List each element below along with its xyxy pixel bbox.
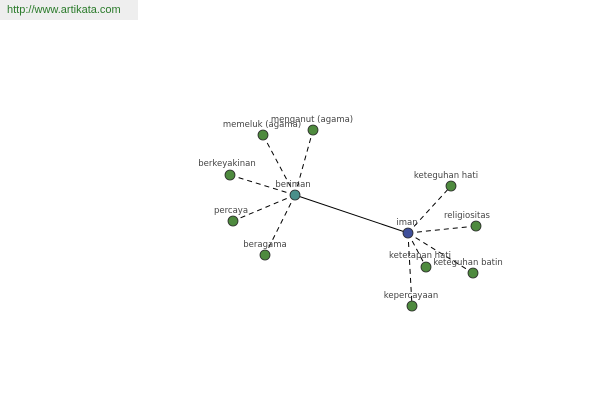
node-menganut[interactable] [307,124,319,136]
node-label-kepercayaan[interactable]: kepercayaan [384,291,439,301]
edge-beriman-iman [294,194,409,234]
node-label-memeluk[interactable]: memeluk (agama) [223,120,301,130]
node-label-keteguhan-batin[interactable]: keteguhan batin [433,258,503,268]
node-percaya[interactable] [227,215,239,227]
graph-labels: beriman iman memeluk (agama)menganut (agam… [198,115,503,301]
edge-beriman-beragama [264,194,296,256]
source-url-banner: http://www.artikata.com [0,0,138,20]
node-label-beriman[interactable]: beriman [275,180,310,190]
edge-beriman-menganut [294,129,314,196]
edge-iman-keteguhan_batin [407,232,474,274]
node-keteguhan-hati[interactable] [445,180,457,192]
graph-edges [229,129,477,307]
node-label-ketetapan-hati[interactable]: ketetapan hati [389,251,451,261]
source-url[interactable]: http://www.artikata.com [7,4,121,16]
node-memeluk[interactable] [257,129,269,141]
edge-beriman-percaya [232,194,296,222]
node-label-percaya[interactable]: percaya [214,206,248,216]
node-label-berkeyakinan[interactable]: berkeyakinan [198,159,255,169]
node-kepercayaan[interactable] [406,300,418,312]
edge-iman-ketetapan_hati [407,232,427,268]
node-label-religiositas[interactable]: religiositas [444,211,491,221]
edge-iman-kepercayaan [407,232,413,307]
node-label-menganut[interactable]: menganut (agama) [271,115,353,125]
node-berkeyakinan[interactable] [224,169,236,181]
node-keteguhan-batin[interactable] [467,267,479,279]
node-beragama[interactable] [259,249,271,261]
edge-beriman-memeluk [262,134,296,196]
edge-iman-religiositas [407,225,477,234]
node-label-keteguhan-hati[interactable]: keteguhan hati [414,171,478,181]
edge-beriman-berkeyakinan [229,174,296,196]
node-label-iman[interactable]: iman [396,218,417,228]
edge-iman-keteguhan_hati [407,185,452,234]
node-iman[interactable] [402,227,414,239]
node-label-beragama[interactable]: beragama [243,240,286,250]
node-religiositas[interactable] [470,220,482,232]
node-beriman[interactable] [289,189,301,201]
graph-nodes [224,124,482,312]
node-ketetapan-hati[interactable] [420,261,432,273]
